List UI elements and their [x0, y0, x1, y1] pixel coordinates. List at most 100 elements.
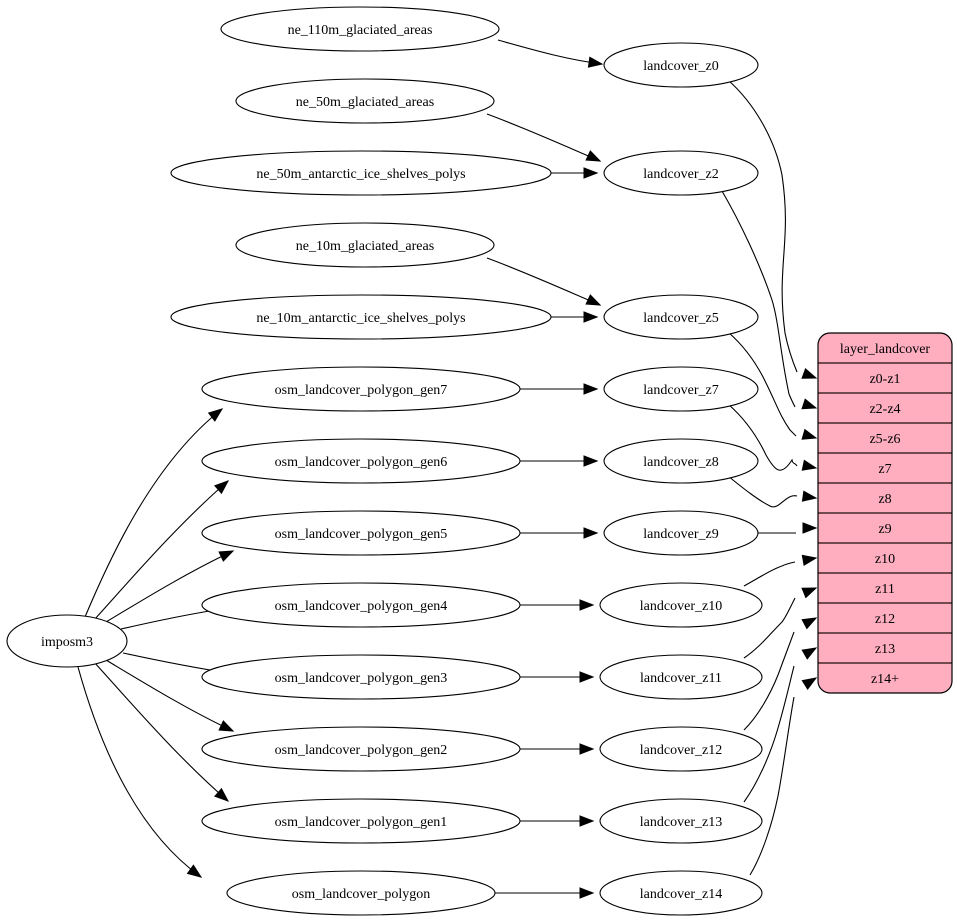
arrowhead-to-landcover_z11	[579, 671, 595, 683]
node-label-landcover_z14: landcover_z14	[640, 887, 722, 902]
edge-landcover_z5-to-table.z5-z6	[727, 331, 797, 437]
node-osm_landcover_polygon_gen2[interactable]: osm_landcover_polygon_gen2	[201, 726, 521, 772]
node-osm_landcover_polygon_gen3[interactable]: osm_landcover_polygon_gen3	[201, 654, 521, 700]
arrowhead-to-table.z10	[801, 554, 818, 566]
arrowhead-to-landcover_z2	[585, 150, 602, 162]
arrowhead-to-landcover_z9	[583, 527, 599, 539]
table-row[interactable]: z7	[818, 452, 952, 483]
node-shape-landcover_z11	[599, 654, 763, 700]
node-landcover_z0[interactable]: landcover_z0	[603, 42, 759, 88]
table-row-cell	[818, 603, 952, 633]
node-shape-osm_landcover_polygon_gen7	[201, 366, 521, 412]
node-shape-osm_landcover_polygon_gen3	[201, 654, 521, 700]
node-label-landcover_z11: landcover_z11	[640, 671, 722, 686]
node-ne_10m_glaciated_areas[interactable]: ne_10m_glaciated_areas	[235, 222, 495, 268]
edge-landcover_z12-to-table.z12	[743, 631, 795, 731]
arrowhead-to-table.z2-z4	[801, 398, 818, 410]
table-row[interactable]: z0-z1	[818, 362, 952, 393]
node-landcover_z2[interactable]: landcover_z2	[603, 150, 759, 196]
node-label-ne_10m_glaciated_areas: ne_10m_glaciated_areas	[296, 239, 434, 254]
table-row-cell	[818, 453, 952, 483]
node-landcover_z10[interactable]: landcover_z10	[599, 582, 763, 628]
table-row[interactable]: z2-z4	[818, 392, 952, 423]
node-shape-osm_landcover_polygon_gen1	[201, 798, 521, 844]
node-landcover_z11[interactable]: landcover_z11	[599, 654, 763, 700]
node-landcover_z14[interactable]: landcover_z14	[599, 870, 763, 916]
node-shape-osm_landcover_polygon_gen6	[201, 438, 521, 484]
node-landcover_z5[interactable]: landcover_z5	[603, 294, 759, 340]
node-label-osm_landcover_polygon_gen6: osm_landcover_polygon_gen6	[275, 455, 448, 470]
edge-landcover_z2-to-table.z2-z4	[721, 190, 796, 408]
table-row[interactable]: z5-z6	[818, 422, 952, 453]
node-osm_landcover_polygon[interactable]: osm_landcover_polygon	[226, 870, 496, 916]
node-osm_landcover_polygon_gen1[interactable]: osm_landcover_polygon_gen1	[201, 798, 521, 844]
edge-imposm3-to-osm_landcover_polygon_gen7	[84, 408, 223, 618]
node-osm_landcover_polygon_gen4[interactable]: osm_landcover_polygon_gen4	[201, 582, 521, 628]
table-row[interactable]: z8	[818, 482, 952, 513]
table-row[interactable]: z14+	[818, 662, 952, 693]
arrowhead-to-landcover_z2	[583, 167, 599, 179]
node-landcover_z12[interactable]: landcover_z12	[599, 726, 763, 772]
node-shape-landcover_z14	[599, 870, 763, 916]
node-ne_50m_glaciated_areas[interactable]: ne_50m_glaciated_areas	[235, 78, 495, 124]
node-label-osm_landcover_polygon_gen2: osm_landcover_polygon_gen2	[275, 743, 448, 758]
node-shape-osm_landcover_polygon_gen2	[201, 726, 521, 772]
node-osm_landcover_polygon_gen5[interactable]: osm_landcover_polygon_gen5	[201, 510, 521, 556]
edge-imposm3-to-osm_landcover_polygon_gen1	[93, 661, 229, 802]
table-row-label: z2-z4	[869, 402, 900, 417]
edge-ne_110m_glaciated_areas-to-landcover_z0	[497, 39, 603, 65]
node-osm_landcover_polygon_gen6[interactable]: osm_landcover_polygon_gen6	[201, 438, 521, 484]
table-row-label: z5-z6	[869, 432, 900, 447]
node-ne_10m_antarctic_ice_shelves_polys[interactable]: ne_10m_antarctic_ice_shelves_polys	[170, 294, 552, 340]
arrowhead-to-osm_landcover_polygon_gen1	[214, 787, 230, 802]
node-ne_50m_antarctic_ice_shelves_polys[interactable]: ne_50m_antarctic_ice_shelves_polys	[170, 150, 552, 196]
node-osm_landcover_polygon_gen7[interactable]: osm_landcover_polygon_gen7	[201, 366, 521, 412]
edge-landcover_z11-to-table.z11	[743, 597, 796, 659]
node-label-landcover_z2: landcover_z2	[643, 167, 718, 182]
node-shape-osm_landcover_polygon_gen4	[201, 582, 521, 628]
node-ne_110m_glaciated_areas[interactable]: ne_110m_glaciated_areas	[220, 6, 500, 52]
table-row-label: z10	[875, 552, 895, 567]
node-imposm3[interactable]: imposm3	[6, 614, 128, 668]
table-row[interactable]: z9	[818, 512, 952, 543]
node-landcover_z7[interactable]: landcover_z7	[603, 366, 759, 412]
table-row-cell	[818, 513, 952, 543]
node-shape-ne_110m_glaciated_areas	[220, 6, 500, 52]
edges-layer	[77, 39, 798, 894]
table-header-cell	[818, 333, 952, 363]
node-label-osm_landcover_polygon_gen3: osm_landcover_polygon_gen3	[275, 671, 448, 686]
table-row-cell	[818, 393, 952, 423]
table-row[interactable]: z11	[818, 572, 952, 603]
arrowhead-to-table.z9	[802, 522, 818, 534]
table-row-label: z9	[878, 522, 891, 537]
node-label-landcover_z7: landcover_z7	[643, 383, 718, 398]
edge-landcover_z14-to-table.z14+	[749, 696, 795, 876]
edge-landcover_z8-to-table.z8	[727, 475, 798, 508]
arrowhead-to-landcover_z5	[583, 311, 599, 323]
node-shape-ne_10m_glaciated_areas	[235, 222, 495, 268]
node-shape-ne_50m_antarctic_ice_shelves_polys	[170, 150, 552, 196]
node-shape-landcover_z0	[603, 42, 759, 88]
arrowhead-to-table.z12	[801, 617, 818, 630]
edge-landcover_z10-to-table.z10	[743, 561, 796, 587]
arrowhead-to-osm_landcover_polygon	[186, 864, 203, 878]
node-label-osm_landcover_polygon_gen5: osm_landcover_polygon_gen5	[275, 527, 448, 542]
node-label-landcover_z13: landcover_z13	[640, 815, 722, 830]
layer-landcover-table[interactable]: layer_landcoverz0-z1z2-z4z5-z6z7z8z9z10z…	[817, 332, 953, 694]
table-row[interactable]: z10	[818, 542, 952, 573]
node-label-landcover_z0: landcover_z0	[643, 59, 718, 74]
node-landcover_z13[interactable]: landcover_z13	[599, 798, 763, 844]
table-row[interactable]: z13	[818, 632, 952, 663]
edge-landcover_z7-to-table.z7	[727, 403, 798, 471]
node-landcover_z8[interactable]: landcover_z8	[603, 438, 759, 484]
table-row-label: z0-z1	[869, 372, 900, 387]
node-landcover_z9[interactable]: landcover_z9	[603, 510, 759, 556]
table-row[interactable]: z12	[818, 602, 952, 633]
node-shape-ne_50m_glaciated_areas	[235, 78, 495, 124]
arrowhead-to-osm_landcover_polygon_gen7	[207, 408, 224, 422]
arrowhead-to-table.z14+	[801, 677, 818, 691]
node-shape-landcover_z12	[599, 726, 763, 772]
arrowhead-to-osm_landcover_polygon_gen2	[218, 720, 235, 732]
node-label-ne_110m_glaciated_areas: ne_110m_glaciated_areas	[288, 23, 433, 38]
